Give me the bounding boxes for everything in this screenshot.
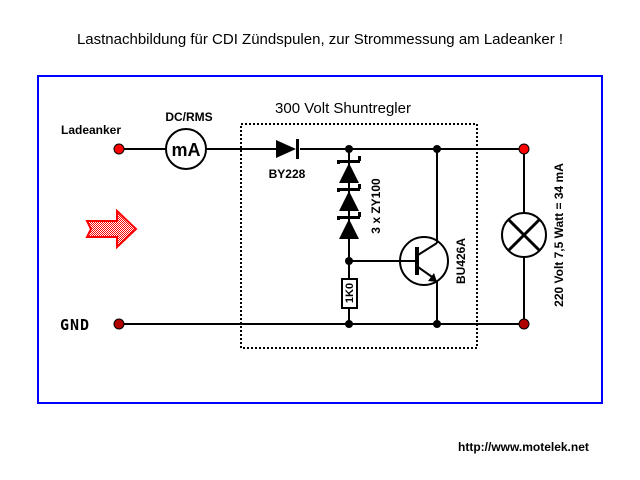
zener-label: 3 x ZY100 <box>369 178 383 234</box>
input-terminal <box>113 143 125 155</box>
gnd-terminal <box>113 318 125 330</box>
right-arrow-icon <box>85 208 138 250</box>
resistor-label: 1K0 <box>344 283 356 303</box>
diagram-frame <box>37 75 603 404</box>
transistor-bu426a <box>399 236 449 286</box>
junctions <box>345 145 441 328</box>
shunt-regulator-box <box>240 123 478 349</box>
transistor-label: BU426A <box>454 238 468 284</box>
diode-by228 <box>276 139 299 159</box>
diode-label: BY228 <box>269 167 306 181</box>
footer-url: http://www.motelek.net <box>458 440 589 454</box>
ammeter-symbol: mA <box>171 140 200 160</box>
input-terminal-label: Ladeanker <box>61 123 121 137</box>
ammeter: mA <box>165 128 207 170</box>
resistor-1k0: 1K0 <box>341 278 358 309</box>
lamp-label: 220 Volt 7,5 Watt = 34 mA <box>552 163 566 307</box>
shunt-caption: 300 Volt Shuntregler <box>275 100 411 117</box>
wires <box>119 148 525 325</box>
zener-diodes <box>337 156 361 261</box>
page-title: Lastnachbildung für CDI Zündspulen, zur … <box>76 31 564 48</box>
lamp <box>501 212 547 258</box>
lamp-terminal-bottom <box>518 318 530 330</box>
gnd-label: GND <box>60 316 90 334</box>
lamp-terminal-top <box>518 143 530 155</box>
ammeter-caption: DC/RMS <box>165 110 212 124</box>
